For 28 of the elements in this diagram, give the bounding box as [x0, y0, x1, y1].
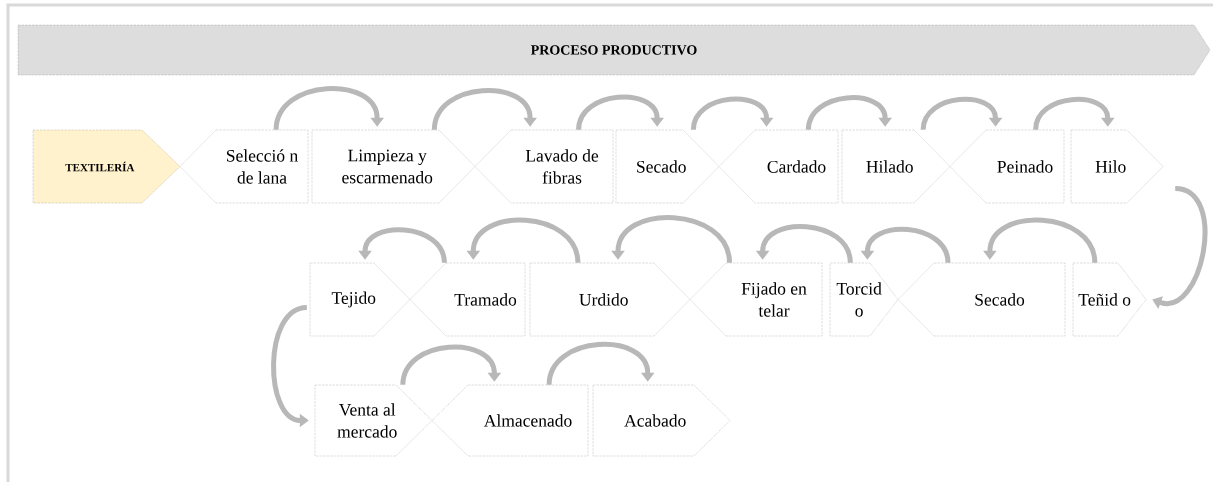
curved-arrow: [576, 94, 664, 131]
curved-arrow: [690, 96, 774, 131]
process-step: Peinado: [949, 129, 1065, 204]
curved-arrow: [431, 88, 537, 131]
curved-arrow: [273, 86, 384, 131]
curved-arrow: [805, 95, 892, 131]
process-step: Lavado de fibras: [474, 129, 614, 204]
process-step: Selecció n de lana: [179, 129, 309, 204]
process-step: Urdido: [529, 262, 691, 337]
process-step: Fijado en telar: [689, 262, 823, 337]
curved-arrow: [546, 342, 655, 386]
curved-arrow: [400, 344, 502, 386]
curved-arrow: [920, 96, 1003, 131]
process-step: Acabado: [592, 384, 731, 457]
process-step: Teñid o: [1072, 262, 1147, 337]
process-step: Secado: [615, 129, 720, 204]
process-step: Venta al mercado: [314, 384, 433, 457]
process-step: Almacenado: [431, 384, 589, 457]
process-step: Tramado: [409, 262, 526, 337]
process-step: Limpieza y escarmenado: [311, 129, 476, 204]
process-step: Cardado: [718, 129, 839, 204]
process-step: Hilo: [1070, 129, 1164, 204]
category-tag: TEXTILERÍA: [32, 129, 181, 204]
curved-arrow: [1033, 97, 1115, 131]
process-step: Torcid o: [829, 262, 899, 337]
process-step: Hilado: [841, 129, 951, 204]
curved-arrow: [1152, 186, 1208, 309]
process-step: Tejido: [309, 262, 411, 337]
